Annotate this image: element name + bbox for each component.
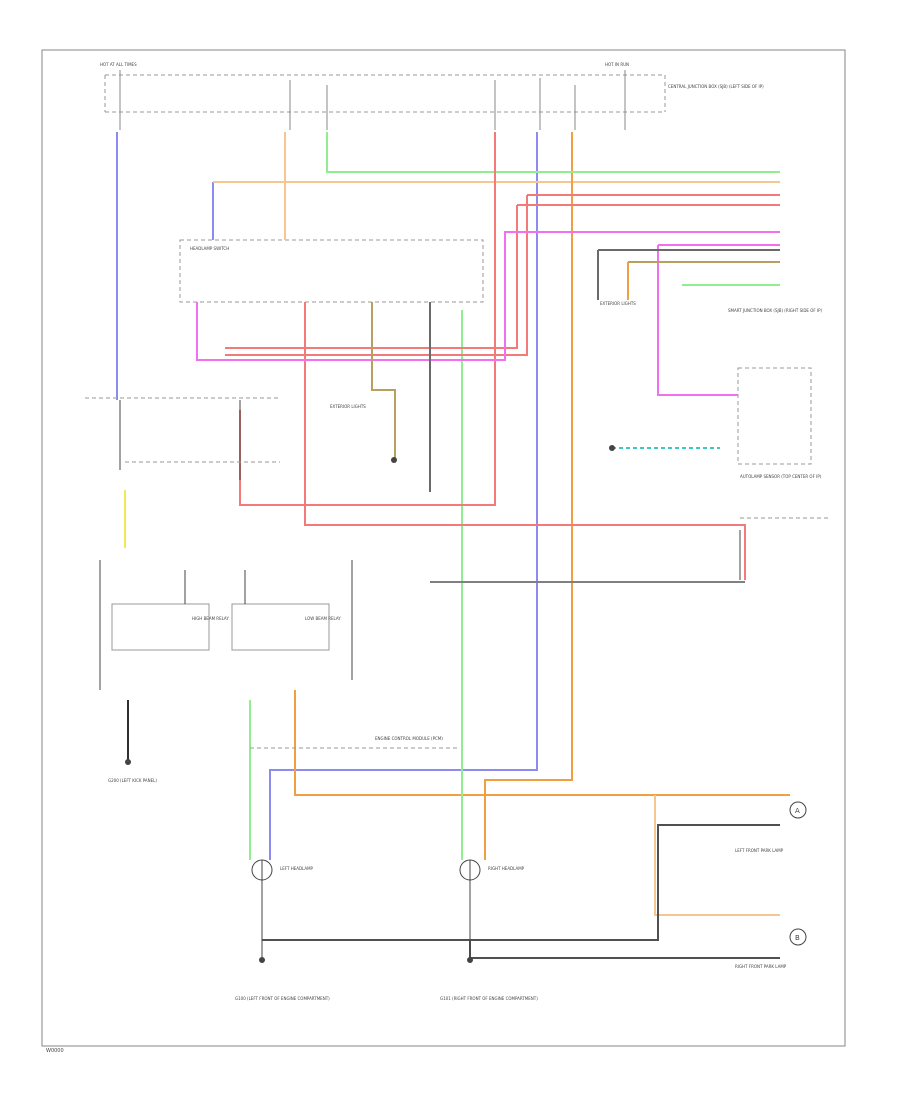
label-engine-cm: ENGINE CONTROL MODULE (PCM) bbox=[375, 736, 443, 741]
label-headlamp-switch: HEADLAMP SWITCH bbox=[190, 246, 229, 251]
label-left-front-park: LEFT FRONT PARK LAMP bbox=[735, 848, 784, 853]
label-fuse-box: CENTRAL JUNCTION BOX (SJB) (LEFT SIDE OF… bbox=[668, 84, 764, 89]
label-autolamp: AUTOLAMP SENSOR (TOP CENTER OF IP) bbox=[740, 474, 822, 479]
wire-red-top bbox=[239, 132, 496, 506]
label-exterior-lamps-1: EXTERIOR LIGHTS bbox=[330, 404, 366, 409]
label-right-module: SMART JUNCTION BOX (SJB) (RIGHT SIDE OF … bbox=[728, 308, 823, 313]
wire-pink-autolamp bbox=[657, 245, 738, 396]
label-left-headlamp: LEFT HEADLAMP bbox=[280, 866, 314, 871]
wire-dark-bottom bbox=[262, 824, 780, 941]
connector-b-label: B bbox=[795, 934, 800, 942]
label-left-ground: G100 (LEFT FRONT OF ENGINE COMPARTMENT) bbox=[235, 996, 330, 1001]
connector-a-icon bbox=[789, 801, 807, 819]
wire-olive bbox=[371, 302, 396, 460]
wire-orange-bottom bbox=[294, 690, 790, 796]
label-right-headlamp: RIGHT HEADLAMP bbox=[488, 866, 525, 871]
wire-blue-right bbox=[269, 132, 538, 860]
right-headlamp-icon bbox=[459, 859, 481, 881]
connector-a-label: A bbox=[795, 807, 800, 815]
high-beam-relay-box bbox=[111, 603, 210, 651]
corner-label: W0000 bbox=[46, 1048, 64, 1054]
fuse-box bbox=[104, 70, 666, 130]
left-headlamp-icon bbox=[251, 859, 273, 881]
wire-red-v1 bbox=[225, 205, 518, 349]
label-hot-at-all-times: HOT AT ALL TIMES bbox=[100, 62, 137, 67]
autolamp-box bbox=[737, 367, 812, 465]
low-beam-relay-box bbox=[231, 603, 330, 651]
diagram-frame bbox=[41, 49, 846, 1047]
wire-dark-bottom2 bbox=[469, 940, 780, 959]
wire-red-v2 bbox=[225, 195, 528, 356]
wire-red-long bbox=[304, 302, 746, 580]
label-right-ground: G101 (RIGHT FRONT OF ENGINE COMPARTMENT) bbox=[440, 996, 538, 1001]
label-exterior-lamps-2: EXTERIOR LIGHTS bbox=[600, 301, 636, 306]
label-left-ground-g200: G200 (LEFT KICK PANEL) bbox=[108, 778, 157, 783]
wire-orange-right bbox=[484, 132, 573, 860]
label-right-front-park: RIGHT FRONT PARK LAMP bbox=[735, 964, 787, 969]
wire-green-top bbox=[326, 132, 780, 173]
wire-lightorange-low bbox=[654, 795, 780, 916]
wire-pink bbox=[196, 231, 780, 361]
label-high-beam-relay: HIGH BEAM RELAY bbox=[192, 616, 229, 621]
connector-b-icon bbox=[789, 928, 807, 946]
label-hot-in-run: HOT IN RUN bbox=[605, 62, 629, 67]
ground-icons bbox=[125, 445, 615, 963]
label-low-beam-relay: LOW BEAM RELAY bbox=[305, 616, 341, 621]
